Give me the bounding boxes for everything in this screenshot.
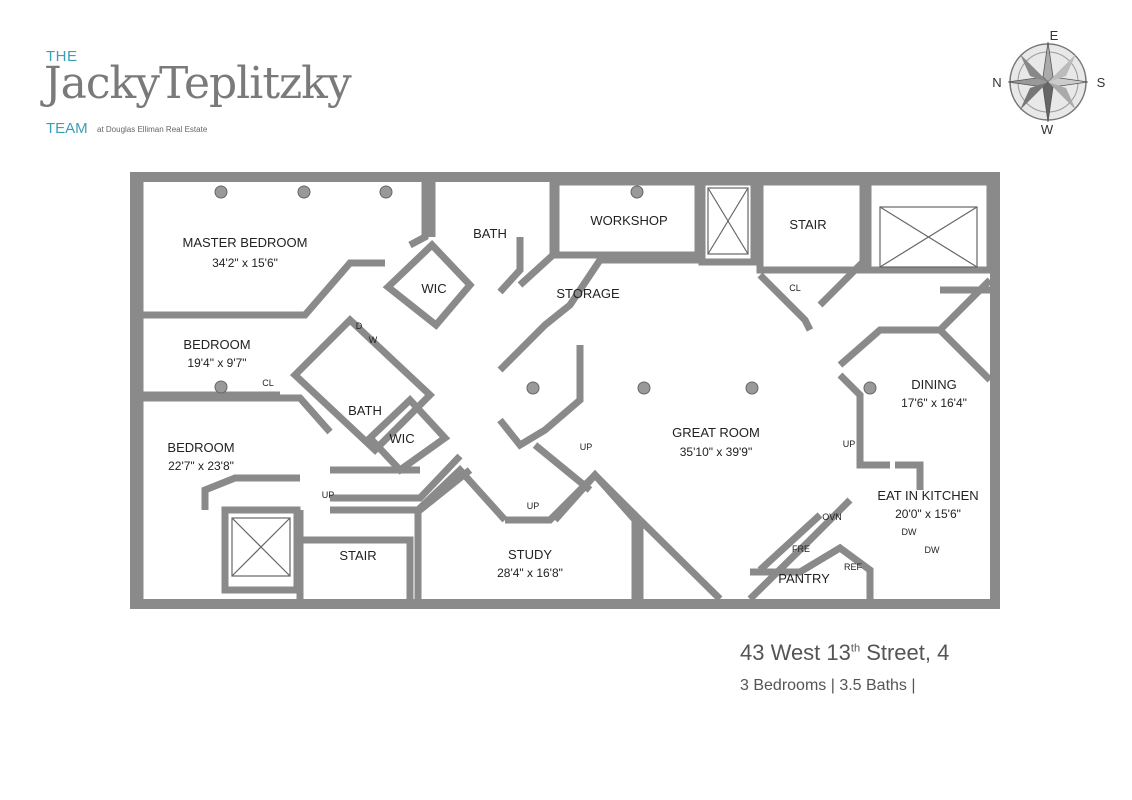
master-bedroom-label: MASTER BEDROOM: [183, 235, 308, 250]
cl-tag-1: CL: [262, 378, 274, 388]
listing-address: 43 West 13th Street, 4: [740, 640, 949, 666]
ovn-tag: OVN: [822, 512, 842, 522]
kitchen-label: EAT IN KITCHEN: [877, 488, 978, 503]
wic-1-label: WIC: [421, 281, 446, 296]
wic-2-label: WIC: [389, 431, 414, 446]
study-dim: 28'4" x 16'8": [497, 566, 563, 580]
dw-tag-2: DW: [925, 545, 940, 555]
d-tag: D: [356, 321, 363, 331]
logo-firm: at Douglas Elliman Real Estate: [97, 125, 208, 134]
shaft-marks: [231, 187, 978, 577]
compass-e: E: [1050, 28, 1059, 43]
bedroom-2-label: BEDROOM: [183, 337, 250, 352]
w-tag: W: [369, 335, 378, 345]
great-room-dim: 35'10" x 39'9": [680, 445, 753, 459]
compass-rose: E N S W: [992, 28, 1106, 137]
logo-name: JackyTeplitzky: [44, 58, 352, 109]
kitchen-dim: 20'0" x 15'6": [895, 507, 961, 521]
bedroom-2-dim: 19'4" x 9'7": [187, 356, 246, 370]
up-tag-1: UP: [580, 442, 593, 452]
cl-tag-2: CL: [789, 283, 801, 293]
master-bedroom-dim: 34'2" x 15'6": [212, 256, 278, 270]
stair-1-label: STAIR: [789, 217, 826, 232]
up-tag-3: UP: [322, 490, 335, 500]
bath-1-label: BATH: [473, 226, 507, 241]
pantry-label: PANTRY: [778, 571, 830, 586]
study-label: STUDY: [508, 547, 552, 562]
dining-dim: 17'6" x 16'4": [901, 396, 967, 410]
logo-team: TEAM: [46, 120, 88, 137]
columns: [214, 185, 877, 395]
bedroom-3-dim: 22'7" x 23'8": [168, 459, 234, 473]
fre-tag: FRE: [792, 544, 810, 554]
address-ordinal: th: [850, 642, 861, 655]
ref-tag: REF: [844, 562, 863, 572]
up-tag-4: UP: [843, 439, 856, 449]
address-rest: Street, 4: [860, 640, 950, 665]
address-number: 43 West 13: [740, 640, 851, 665]
up-tag-2: UP: [527, 501, 540, 511]
interior-walls: [136, 178, 994, 602]
compass-n: N: [992, 75, 1001, 90]
listing-summary: 3 Bedrooms | 3.5 Baths |: [740, 677, 916, 694]
dw-tag-1: DW: [902, 527, 917, 537]
great-room-label: GREAT ROOM: [672, 425, 760, 440]
compass-w: W: [1041, 122, 1054, 137]
bedroom-3-label: BEDROOM: [167, 440, 234, 455]
workshop-label: WORKSHOP: [590, 213, 667, 228]
compass-s: S: [1097, 75, 1106, 90]
storage-label: STORAGE: [556, 286, 620, 301]
bath-2-label: BATH: [348, 403, 382, 418]
stair-2-label: STAIR: [339, 548, 376, 563]
dining-label: DINING: [911, 377, 957, 392]
logo-the: THE: [46, 48, 78, 65]
